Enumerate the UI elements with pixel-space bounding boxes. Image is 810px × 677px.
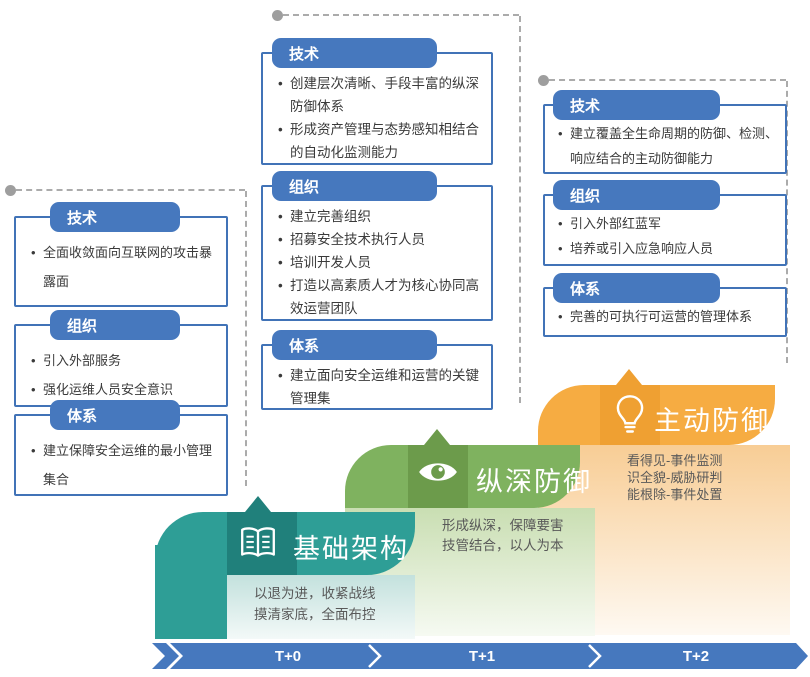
bullet-item: 建立覆盖全生命周期的防御、检测、响应结合的主动防御能力 (557, 121, 779, 171)
bullet-list: 建立保障安全运维的最小管理集合 (16, 416, 226, 494)
connector-line-3 (549, 79, 786, 81)
stage-1-subtitle: 以退为进，收紧战线 摸清家底，全面布控 (254, 583, 376, 625)
connector-dot-3 (538, 75, 549, 86)
bullet-item: 强化运维人员安全意识 (30, 375, 218, 404)
stage-1-title: 基础架构 (293, 534, 409, 564)
stage-1-body (227, 575, 415, 639)
stage-2-subtitle-line: 形成纵深，保障要害 (442, 518, 564, 533)
connector-line-1 (16, 189, 245, 191)
timeline-separator-chevron (368, 644, 382, 668)
stage-1-icon-square (227, 512, 297, 575)
timeline-separator-chevron (588, 644, 602, 668)
stage-2-pointer (424, 429, 450, 445)
timeline-band (170, 643, 808, 669)
stage-2-title: 纵深防御 (476, 467, 592, 497)
stage-2-subtitle-line: 技管结合，以人为本 (442, 538, 564, 553)
bullet-item: 形成资产管理与态势感知相结合的自动化监测能力 (277, 118, 481, 164)
stage-3-subtitle: 看得见-事件监测 识全貌-威胁研判 能根除-事件处置 (627, 452, 722, 503)
bullet-item: 完善的可执行可运营的管理体系 (557, 304, 779, 329)
section-card: 建立完善组织 招募安全技术执行人员 培训开发人员 打造以高素质人才为核心协同高效… (261, 185, 493, 321)
bullet-item: 招募安全技术执行人员 (277, 228, 481, 251)
stage-1-subtitle-line: 以退为进，收紧战线 (254, 586, 376, 601)
bullet-list: 完善的可执行可运营的管理体系 (545, 289, 785, 329)
bullet-item: 创建层次清晰、手段丰富的纵深防御体系 (277, 72, 481, 118)
connector-dot-1 (5, 185, 16, 196)
bullet-list: 建立面向安全运维和运营的关键管理集 (263, 346, 491, 410)
bullet-list: 引入外部红蓝军 培养或引入应急响应人员 (545, 196, 785, 261)
section-header-pill: 组织 (553, 180, 720, 210)
connector-line-2 (283, 14, 519, 16)
stage-1-subtitle-line: 摸清家底，全面布控 (254, 607, 376, 622)
bullet-list: 建立覆盖全生命周期的防御、检测、响应结合的主动防御能力 (545, 106, 785, 171)
bullet-item: 培养或引入应急响应人员 (557, 236, 779, 261)
timeline-start-chevron (152, 643, 179, 669)
section-header-pill: 技术 (272, 38, 437, 68)
stage-3-icon-square (600, 385, 660, 445)
timeline-segment-label: T+0 (275, 648, 301, 665)
timeline-segment-label: T+1 (469, 648, 495, 665)
bullet-item: 建立保障安全运维的最小管理集合 (30, 436, 218, 494)
bullet-item: 引入外部服务 (30, 346, 218, 375)
bullet-item: 引入外部红蓝军 (557, 211, 779, 236)
stage-3-subtitle-line: 能根除-事件处置 (627, 487, 723, 502)
connector-line-3 (786, 81, 788, 363)
stage-3-subtitle-line: 识全貌-威胁研判 (627, 470, 723, 485)
section-header-pill: 技术 (553, 90, 720, 120)
section-header-pill: 组织 (50, 310, 180, 340)
bullet-item: 建立面向安全运维和运营的关键管理集 (277, 364, 481, 410)
eye-icon (417, 457, 459, 492)
section-header-pill: 技术 (50, 202, 180, 232)
stage-3-title: 主动防御 (654, 406, 770, 436)
section-header-pill: 体系 (553, 273, 720, 303)
section-header-pill: 体系 (50, 400, 180, 430)
bullet-list: 创建层次清晰、手段丰富的纵深防御体系 形成资产管理与态势感知相结合的自动化监测能… (263, 54, 491, 164)
section-header-pill: 组织 (272, 171, 437, 201)
section-card: 创建层次清晰、手段丰富的纵深防御体系 形成资产管理与态势感知相结合的自动化监测能… (261, 52, 493, 165)
bulb-icon (612, 393, 648, 442)
book-icon (238, 523, 278, 568)
connector-line-1 (245, 191, 247, 486)
connector-dot-2 (272, 10, 283, 21)
stage-1-pointer (245, 496, 271, 512)
bullet-list: 引入外部服务 强化运维人员安全意识 (16, 326, 226, 404)
section-header-pill: 体系 (272, 330, 437, 360)
stage-2-subtitle: 形成纵深，保障要害 技管结合，以人为本 (442, 516, 564, 556)
stage-3-subtitle-line: 看得见-事件监测 (627, 453, 723, 468)
stage-3-pointer (616, 369, 642, 385)
bullet-list: 建立完善组织 招募安全技术执行人员 培训开发人员 打造以高素质人才为核心协同高效… (263, 187, 491, 320)
connector-line-2 (519, 16, 521, 403)
bullet-item: 培训开发人员 (277, 251, 481, 274)
timeline-segment-label: T+2 (683, 648, 709, 665)
bullet-item: 全面收敛面向互联网的攻击暴露面 (30, 238, 218, 296)
bullet-list: 全面收敛面向互联网的攻击暴露面 (16, 218, 226, 296)
bullet-item: 建立完善组织 (277, 205, 481, 228)
bullet-item: 打造以高素质人才为核心协同高效运营团队 (277, 274, 481, 320)
timeline-bar: T+0 T+1 T+2 (152, 643, 808, 669)
